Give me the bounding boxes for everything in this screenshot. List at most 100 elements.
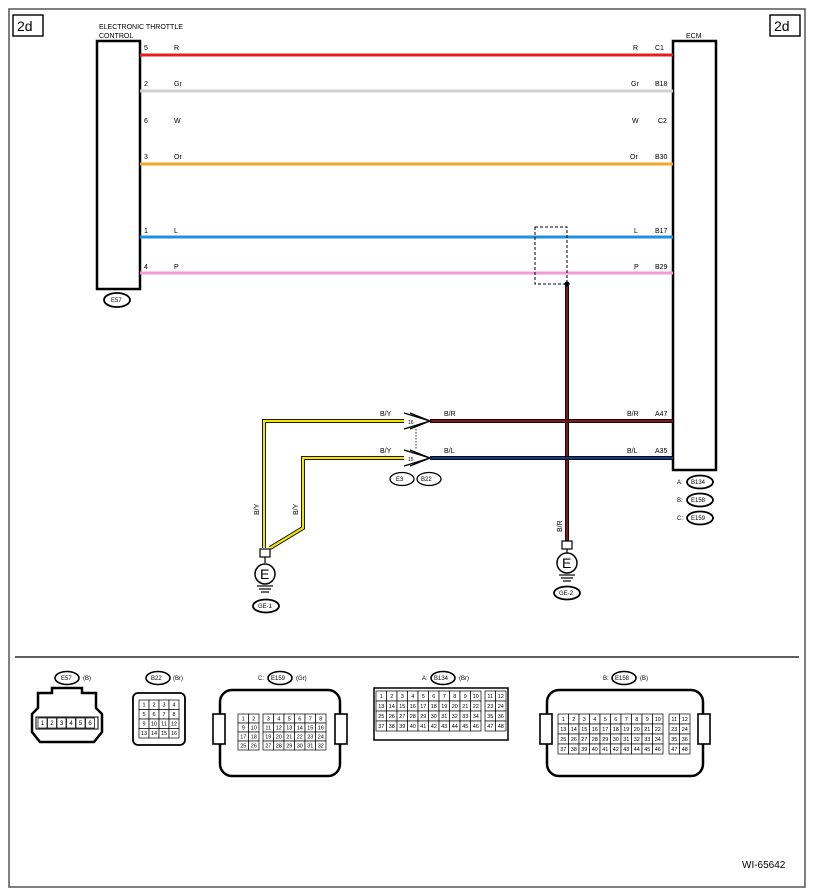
ecm-connector-c: C: E159 — [677, 510, 714, 526]
svg-text:1: 1 — [144, 228, 148, 235]
pin-label: 32 — [634, 737, 640, 743]
pin-label: 4 — [593, 717, 596, 723]
svg-text:B/Y: B/Y — [254, 503, 261, 515]
svg-text:R: R — [174, 45, 179, 52]
pin-label: 22 — [297, 734, 303, 740]
pin-label: 7 — [625, 717, 628, 723]
pin-label: 45 — [644, 747, 650, 753]
ground-wire-ge2: B/R — [557, 281, 570, 545]
pin-cell — [47, 717, 57, 729]
pin-label: 35 — [671, 737, 677, 743]
pin-label: 10 — [473, 694, 479, 700]
wire-red: 5 R R C1 — [140, 45, 673, 57]
svg-text:B134: B134 — [434, 676, 449, 682]
svg-text:5: 5 — [144, 45, 148, 52]
pin-label: 9 — [464, 694, 467, 700]
pin-label: 27 — [265, 743, 271, 749]
pin-label: 40 — [410, 724, 416, 730]
pin-label: 37 — [378, 724, 384, 730]
throttle-control-body — [95, 39, 142, 291]
svg-text:B:: B: — [603, 676, 609, 682]
pin-label: 47 — [671, 747, 677, 753]
pin-label: 48 — [682, 747, 688, 753]
pin-label: 38 — [571, 747, 577, 753]
pin-label: 6 — [614, 717, 617, 723]
pin-label: 16 — [410, 704, 416, 710]
pin-label: 5 — [288, 716, 291, 722]
pin-label: 26 — [251, 743, 257, 749]
pin-label: 20 — [634, 727, 640, 733]
ecm-connector-b: B: E158 — [677, 492, 714, 508]
pin-label: 19 — [441, 704, 447, 710]
pin-label: 41 — [420, 724, 426, 730]
pin-label: 24 — [498, 704, 504, 710]
joint-pin-bottom: 15 — [408, 457, 414, 463]
pin-label: 44 — [634, 747, 640, 753]
pin-label: 2 — [50, 721, 54, 727]
pin-label: 25 — [378, 714, 384, 720]
pin-label: 15 — [581, 727, 587, 733]
pin-label: 11 — [671, 717, 677, 723]
pin-label: 2 — [572, 717, 575, 723]
pin-label: 17 — [420, 704, 426, 710]
pin-label: 31 — [307, 743, 313, 749]
pin-label: 6 — [432, 694, 435, 700]
svg-text:(Br): (Br) — [173, 676, 183, 682]
pin-label: 33 — [462, 714, 468, 720]
svg-text:E57: E57 — [61, 676, 72, 682]
page-frame — [8, 8, 806, 888]
svg-text:A:: A: — [422, 676, 428, 682]
pin-label: 25 — [560, 737, 566, 743]
pin-label: 29 — [420, 714, 426, 720]
pin-label: 17 — [240, 734, 246, 740]
svg-text:B30: B30 — [655, 154, 668, 161]
ground-ge2-symbol: E — [562, 555, 571, 571]
pin-label: 48 — [498, 724, 504, 730]
svg-text:Gr: Gr — [174, 81, 182, 88]
throttle-title-line1: ELECTRONIC THROTTLE — [99, 24, 183, 31]
pin-label: 32 — [452, 714, 458, 720]
pin-label: 12 — [171, 722, 177, 728]
pin-label: 8 — [172, 712, 175, 718]
pin-label: 5 — [142, 712, 145, 718]
pin-cell — [315, 740, 327, 751]
svg-text:(Br): (Br) — [459, 676, 469, 682]
pin-label: 8 — [319, 716, 322, 722]
figure-id: WI-65642 — [742, 860, 786, 871]
svg-text:E159: E159 — [271, 676, 286, 682]
pin-label: 5 — [604, 717, 607, 723]
pin-cell — [652, 743, 664, 755]
pin-label: 12 — [276, 725, 282, 731]
pin-label: 45 — [462, 724, 468, 730]
pin-label: 26 — [389, 714, 395, 720]
section-tag-left-label: 2d — [17, 18, 33, 34]
wire-blue: 1 L L B17 — [140, 228, 673, 239]
pin-label: 19 — [623, 727, 629, 733]
ecm-connector-c-id: E159 — [691, 516, 706, 522]
pin-label: 36 — [682, 737, 688, 743]
pin-label: 44 — [452, 724, 458, 730]
pin-label: 18 — [613, 727, 619, 733]
pin-label: 7 — [162, 712, 165, 718]
pin-label: 35 — [487, 714, 493, 720]
wire-bl-a35: B/L B/L A35 — [430, 448, 673, 460]
pin-cell — [248, 740, 260, 751]
ecm-connector-b-id: E158 — [691, 498, 706, 504]
section-tag-right: 2d — [769, 14, 801, 37]
wire-pink: 4 P P B29 — [140, 264, 673, 275]
joint-connector: 16 15 E3 B22 — [389, 412, 442, 487]
pin-label: 10 — [151, 722, 157, 728]
pin-label: 13 — [560, 727, 566, 733]
pin-label: 34 — [473, 714, 479, 720]
pin-cell — [495, 720, 507, 732]
svg-text:E158: E158 — [615, 676, 630, 682]
pin-label: 1 — [380, 694, 383, 700]
pin-label: 11 — [161, 722, 167, 728]
ground-ge1: E GE-1 — [252, 548, 280, 614]
pin-label: 17 — [602, 727, 608, 733]
pin-label: 43 — [441, 724, 447, 730]
